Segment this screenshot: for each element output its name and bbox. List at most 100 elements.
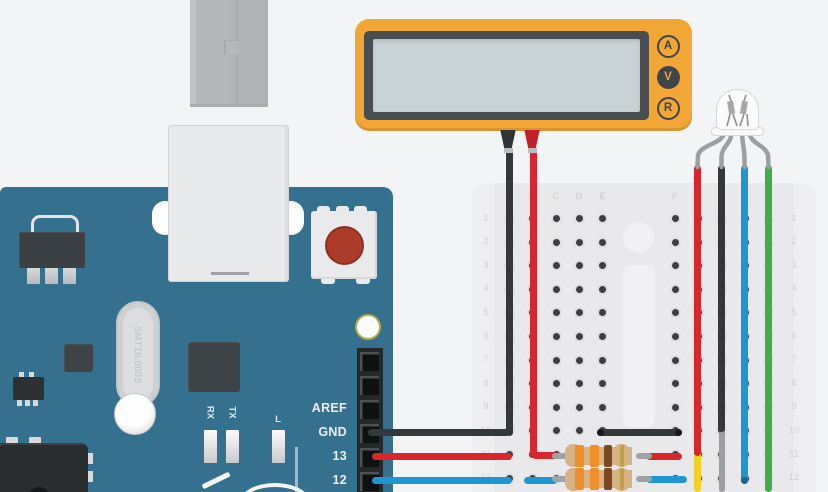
breadboard-hole-D1[interactable] [575,215,583,222]
breadboard-left-margin [472,183,494,492]
breadboard-hole-D3[interactable] [575,262,583,270]
resistor-band-brown [603,468,612,490]
wire-led-green[interactable] [765,165,772,492]
breadboard-row-number: 11 [789,448,799,460]
multimeter-mode-button-resistance[interactable]: R [656,96,680,120]
breadboard-hole-E7[interactable] [599,356,606,364]
breadboard-channel-circle [623,222,654,253]
breadboard-row-number: 7 [791,354,797,366]
breadboard-hole-D2[interactable] [575,238,583,246]
breadboard-column-label: E [599,191,606,202]
breadboard-row-number: 12 [788,472,800,484]
multimeter-mode-button-voltage[interactable]: V [656,65,680,89]
breadboard-right-margin [794,183,816,492]
wire-pin12-blue[interactable] [372,477,512,484]
resistor-band-orange [590,468,599,490]
breadboard-hole-F7[interactable] [671,356,679,364]
breadboard-hole-D8[interactable] [575,380,583,388]
wire-pin13-red[interactable] [372,453,512,460]
breadboard-row-number: 1 [483,212,489,224]
breadboard-hole-C3[interactable] [552,262,560,270]
breadboard-hole-E3[interactable] [599,262,606,270]
breadboard-row-number: 9 [483,401,489,413]
breadboard-hole-E8[interactable] [599,380,606,388]
breadboard-hole-F6[interactable] [671,333,679,340]
breadboard-hole-F3[interactable] [671,262,679,270]
wire-led-red[interactable] [694,165,701,456]
wire-end-cap [597,428,604,436]
wire-led-blue[interactable] [741,165,748,484]
resistor-330-row11[interactable] [552,444,652,467]
usb-cable-highlight [190,0,196,107]
wire-probe-positive-bend[interactable] [532,451,558,459]
breadboard-hole-C7[interactable] [552,356,560,364]
breadboard-hole-F2[interactable] [671,238,679,246]
breadboard-hole-C1[interactable] [552,215,560,222]
breadboard-column-label: C [552,191,560,202]
usb-cable[interactable] [190,0,268,107]
wire-end-cap [675,428,682,436]
wire-gnd-to-probe[interactable] [368,429,510,436]
wire-probe-negative-vertical[interactable] [505,148,513,436]
breadboard-hole-D9[interactable] [575,403,583,411]
breadboard-hole-D10[interactable] [575,427,583,435]
wire-gray-vertical[interactable] [718,430,725,492]
breadboard-hole-C4[interactable] [552,285,560,293]
breadboard-hole-F8[interactable] [671,380,679,388]
breadboard-row-number: 8 [483,377,489,389]
breadboard-hole-D5[interactable] [575,309,583,317]
breadboard-column-label: F [672,191,678,202]
resistor-band-orange [590,444,599,467]
breadboard-row-number: 8 [791,377,797,389]
wire-end-cap [741,477,748,484]
breadboard-hole-D4[interactable] [575,285,583,293]
wire-jumper-black[interactable] [597,428,682,436]
breadboard-hole-F5[interactable] [671,309,679,317]
wire-probe-positive-vertical[interactable] [529,148,537,458]
breadboard-hole-F4[interactable] [671,285,679,293]
wire-segment-red-row11[interactable] [646,453,682,460]
breadboard-row-number: 5 [483,306,489,318]
breadboard-hole-C9[interactable] [552,403,560,411]
breadboard-row-number: 10 [788,424,800,436]
breadboard-hole-D7[interactable] [575,356,583,364]
breadboard-row-number: 4 [791,283,797,295]
breadboard-hole-C5[interactable] [552,309,560,317]
wire-jumper-blue[interactable] [524,477,557,484]
usb-cable-edge [190,104,268,107]
usb-cable-notch [224,40,239,54]
breadboard-hole-E6[interactable] [599,333,606,340]
breadboard-hole-C6[interactable] [552,333,560,340]
breadboard-hole-E1[interactable] [599,215,606,222]
breadboard-hole-C10[interactable] [552,427,560,435]
wire-segment-blue-row12[interactable] [646,476,687,483]
breadboard-row-number: 7 [483,354,489,366]
breadboard-row-number: 5 [791,306,797,318]
breadboard-row-number: 1 [791,212,797,224]
breadboard-hole-E4[interactable] [599,285,606,293]
breadboard-hole-E5[interactable] [599,309,606,317]
wire-led-black[interactable] [718,165,725,432]
breadboard-row-number: 3 [483,259,489,271]
resistor-band-gold [620,444,624,467]
breadboard-hole-F9[interactable] [671,403,679,411]
breadboard-hole-E9[interactable] [599,403,606,411]
resistor-band-orange [575,468,584,490]
breadboard-channel-slot [623,265,655,427]
breadboard-hole-F1[interactable] [671,215,679,222]
multimeter-mode-button-amperage[interactable]: A [656,34,680,58]
breadboard-hole-C2[interactable] [552,238,560,246]
wire-yellow-vertical[interactable] [694,450,701,492]
breadboard-column-label: D [575,191,583,202]
resistor-330-row12[interactable] [552,467,652,491]
resistor-band-gold [620,468,624,490]
breadboard-hole-D6[interactable] [575,333,583,340]
breadboard-row-number: 4 [483,283,489,295]
breadboard-row-number: 3 [791,259,797,271]
breadboard-hole-E2[interactable] [599,238,606,246]
resistor-band-orange [575,444,584,467]
breadboard-row-number: 9 [791,401,797,413]
breadboard-hole-C8[interactable] [552,380,560,388]
